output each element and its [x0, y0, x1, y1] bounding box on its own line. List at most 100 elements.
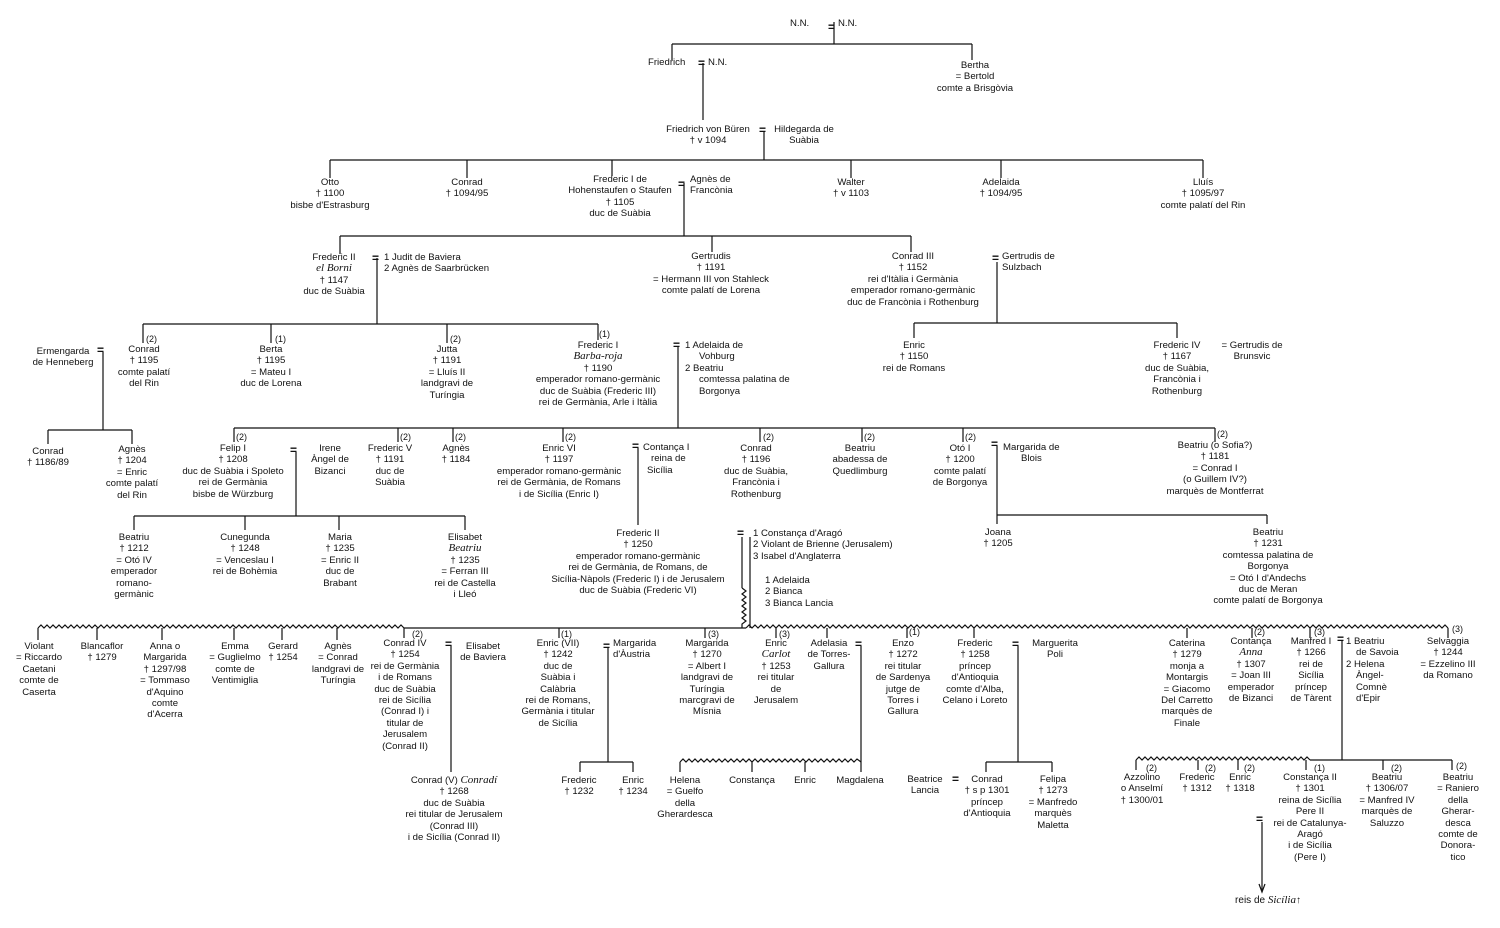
marriage-number: (2)	[146, 334, 157, 344]
reis-de-sicilia-label: reis de Sicília↑	[1235, 894, 1301, 906]
person-walter: Walter† v 1103	[832, 177, 870, 200]
person-gertrudis: Gertrudis† 1191= Hermann III von Stahlec…	[653, 251, 769, 297]
marriage-number: (2)	[1244, 763, 1255, 773]
person-enric-1318: Enric† 1318	[1225, 772, 1255, 795]
marriage-number: (1)	[561, 629, 572, 639]
marriage-number: (2)	[236, 432, 247, 442]
person-frederic-1232: Frederic† 1232	[561, 775, 597, 798]
person-friedrich: Friedrich	[648, 57, 686, 68]
marriage-sign: =	[632, 439, 640, 453]
person-conrad: Conrad† 1094/95	[445, 177, 489, 200]
person-nn: N.N.	[790, 18, 810, 29]
person-blancaflor: Blancaflor† 1279	[80, 641, 124, 664]
marriage-sign: =	[603, 639, 611, 653]
marriage-number: (2)	[1254, 627, 1265, 637]
person-adelaida: Adelaida† 1094/95	[979, 177, 1023, 200]
person-constanca: Constança	[729, 775, 775, 786]
marriage-sign: =	[1337, 632, 1345, 646]
marriage-sign: =	[952, 772, 960, 786]
marriage-number: (2)	[412, 629, 423, 639]
marriage-sign: =	[759, 123, 767, 137]
marriage-sign: =	[678, 177, 686, 191]
person-gerard: Gerard† 1254	[268, 641, 298, 664]
person-agnes-1184: Agnès† 1184	[441, 443, 471, 466]
marriage-sign: =	[828, 20, 836, 34]
person-conrad-1186: Conrad† 1186/89	[27, 446, 69, 469]
marriage-number: (1)	[1314, 763, 1325, 773]
marriage-number: (2)	[965, 432, 976, 442]
marriage-number: (2)	[565, 432, 576, 442]
marriage-sign: =	[1256, 812, 1264, 826]
person-beatriu-sofia: Beatriu (o Sofia?)† 1181= Conrad I(o Gui…	[1166, 440, 1264, 497]
marriage-sign: =	[855, 637, 863, 651]
person-enric: Enric	[794, 775, 816, 786]
marriage-number: (3)	[708, 629, 719, 639]
marriage-number: (3)	[1452, 624, 1463, 634]
marriage-number: (3)	[1314, 627, 1325, 637]
marriage-number: (2)	[1456, 761, 1467, 771]
marriage-sign: =	[372, 251, 380, 265]
marriage-sign: =	[97, 343, 105, 357]
marriage-number: (2)	[1146, 763, 1157, 773]
marriage-number: (2)	[864, 432, 875, 442]
marriage-sign: =	[992, 251, 1000, 265]
marriage-sign: =	[290, 443, 298, 457]
person-frederic-1312: Frederic† 1312	[1179, 772, 1215, 795]
person-magdalena: Magdalena	[836, 775, 884, 786]
marriage-number: (1)	[275, 334, 286, 344]
marriage-number: (2)	[400, 432, 411, 442]
marriage-number: (1)	[599, 329, 610, 339]
person-friedrich-von-buren: Friedrich von Büren† v 1094	[666, 124, 750, 147]
